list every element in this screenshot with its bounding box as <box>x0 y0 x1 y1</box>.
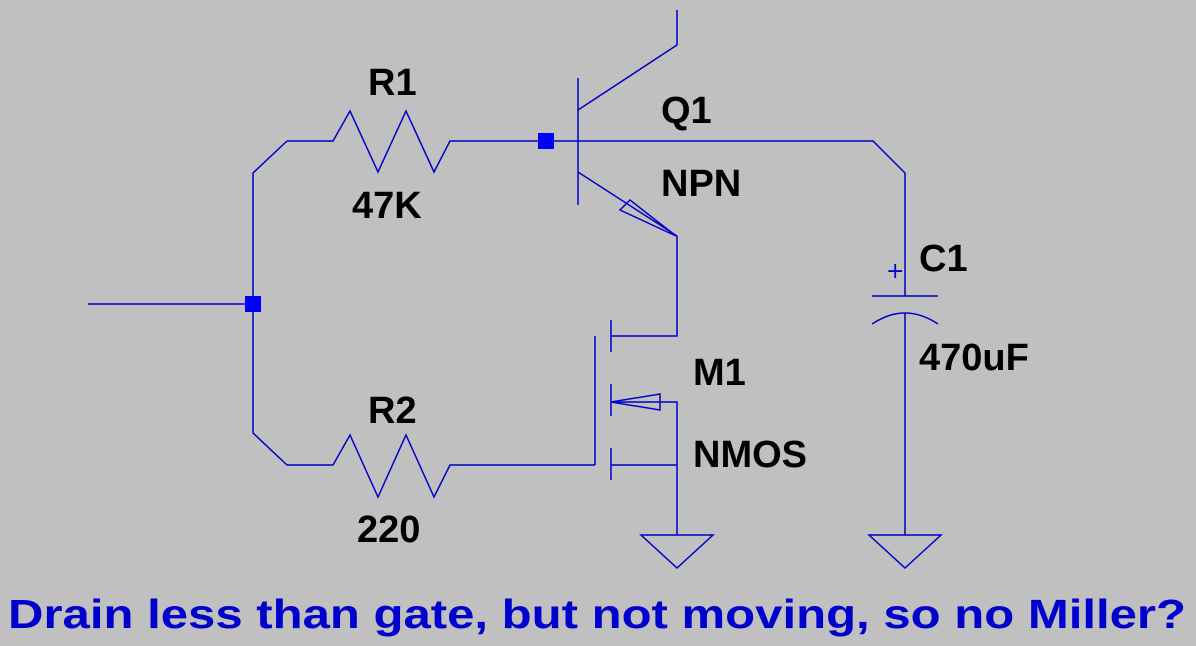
junction-dot-input <box>245 296 261 312</box>
caption-text: Drain less than gate, but not moving, so… <box>8 591 1186 637</box>
junction-dot-base <box>538 133 554 149</box>
r2-ref-label: R2 <box>368 390 417 432</box>
ground-symbol-c1 <box>867 534 943 570</box>
mosfet-m1 <box>594 320 678 535</box>
r1-value-label: 47K <box>352 185 422 227</box>
capacitor-c1 <box>871 295 939 535</box>
c1-polarity-mark: + <box>886 259 904 284</box>
q1-value-label: NPN <box>661 163 741 205</box>
c1-ref-label: C1 <box>919 238 968 280</box>
transistor-q1 <box>546 10 678 337</box>
base-to-capacitor-wire <box>578 140 906 296</box>
r1-ref-label: R1 <box>368 62 417 104</box>
ground-symbol-m1 <box>639 534 715 570</box>
m1-ref-label: M1 <box>693 352 746 394</box>
m1-value-label: NMOS <box>693 434 807 476</box>
resistor-r2 <box>287 433 595 499</box>
c1-value-label: 470uF <box>919 337 1029 379</box>
q1-ref-label: Q1 <box>661 90 712 132</box>
resistor-r1 <box>287 109 546 174</box>
r2-value-label: 220 <box>357 509 420 551</box>
